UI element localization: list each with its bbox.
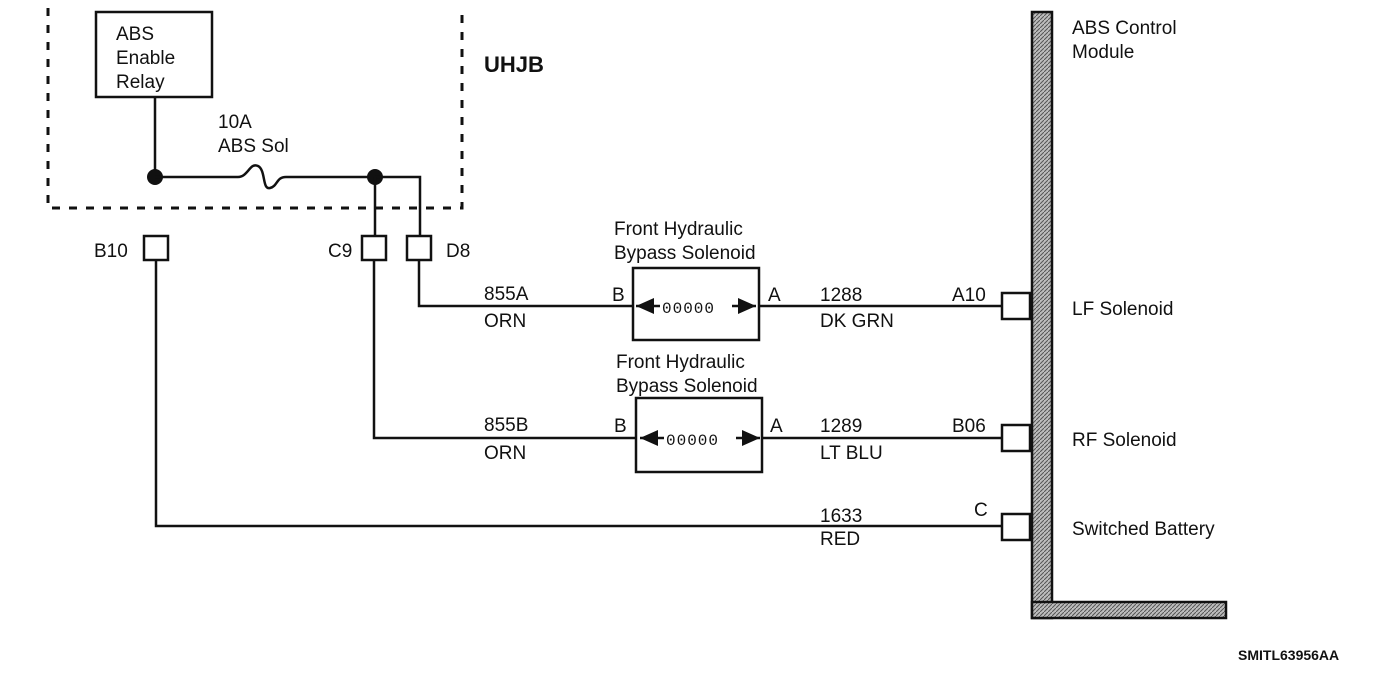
relay-label-line3: Relay <box>116 72 165 93</box>
solenoid-bottom-pin-a: A <box>770 416 783 437</box>
connector-b10-label: B10 <box>94 241 128 262</box>
wire-855b <box>372 260 640 440</box>
abs-control-module: ABS Control Module <box>1030 10 1228 620</box>
fuse-symbol <box>155 164 375 190</box>
connector-b06-label: B06 <box>952 416 986 437</box>
front-hydraulic-bypass-solenoid-bottom: Front Hydraulic Bypass Solenoid 00000 B … <box>614 352 783 474</box>
solenoid-top-arrow-right <box>738 298 756 314</box>
wire-1288-circuit: 1288 <box>820 285 862 306</box>
abs-enable-relay: ABS Enable Relay <box>94 10 214 99</box>
wire-1633-color: RED <box>820 529 860 550</box>
connector-b10 <box>142 234 170 262</box>
wire-855a-color: ORN <box>484 311 526 332</box>
figure-code: SMITL63956AA <box>1238 647 1339 663</box>
solenoid-top-pin-a: A <box>768 285 781 306</box>
solenoid-bottom-arrow-right <box>742 430 760 446</box>
solenoid-bottom-title-line2: Bypass Solenoid <box>616 376 758 397</box>
solenoid-top-title-line2: Bypass Solenoid <box>614 243 756 264</box>
fuse-name: ABS Sol <box>218 136 289 157</box>
wire-855b-circuit: 855B <box>484 415 528 436</box>
module-pin-rf-solenoid: RF Solenoid <box>1072 430 1177 451</box>
module-title-line1: ABS Control <box>1072 18 1177 39</box>
wire-855b-color: ORN <box>484 443 526 464</box>
wire-855a-circuit: 855A <box>484 284 529 305</box>
wire-855a <box>417 260 636 308</box>
module-title-line2: Module <box>1072 42 1134 63</box>
relay-label-line1: ABS <box>116 24 154 45</box>
relay-label-line2: Enable <box>116 48 175 69</box>
connector-a10-label: A10 <box>952 285 986 306</box>
solenoid-top-pin-b: B <box>612 285 625 306</box>
connector-c9 <box>360 234 388 262</box>
solenoid-bottom-pin-b: B <box>614 416 627 437</box>
wire-1289-color: LT BLU <box>820 443 883 464</box>
solenoid-bottom-arrow-left <box>640 430 658 446</box>
module-pin-switched-battery: Switched Battery <box>1072 519 1215 540</box>
connector-c9-label: C9 <box>328 241 352 262</box>
wire-1288-color: DK GRN <box>820 311 894 332</box>
fuse-rating: 10A <box>218 112 252 133</box>
solenoid-bottom-coil: 00000 <box>666 432 719 450</box>
solenoid-top-arrow-left <box>636 298 654 314</box>
wire-1289-circuit: 1289 <box>820 416 862 437</box>
wire-1633 <box>154 260 1002 528</box>
connector-a10 <box>1000 291 1032 321</box>
solenoid-top-title-line1: Front Hydraulic <box>614 219 743 240</box>
solenoid-bottom-title-line1: Front Hydraulic <box>616 352 745 373</box>
connector-d8 <box>405 234 433 262</box>
connector-d8-label: D8 <box>446 241 470 262</box>
uhjb-label: UHJB <box>484 52 544 77</box>
uhjb-boundary <box>46 8 464 210</box>
connector-c <box>1000 512 1032 542</box>
module-pin-lf-solenoid: LF Solenoid <box>1072 299 1173 320</box>
connector-c-label: C <box>974 500 988 521</box>
connector-b06 <box>1000 423 1032 453</box>
solenoid-top-coil: 00000 <box>662 300 715 318</box>
front-hydraulic-bypass-solenoid-top: Front Hydraulic Bypass Solenoid 00000 B … <box>612 219 781 342</box>
wire-1633-circuit: 1633 <box>820 506 862 527</box>
wire-splice-to-d8 <box>375 175 422 236</box>
